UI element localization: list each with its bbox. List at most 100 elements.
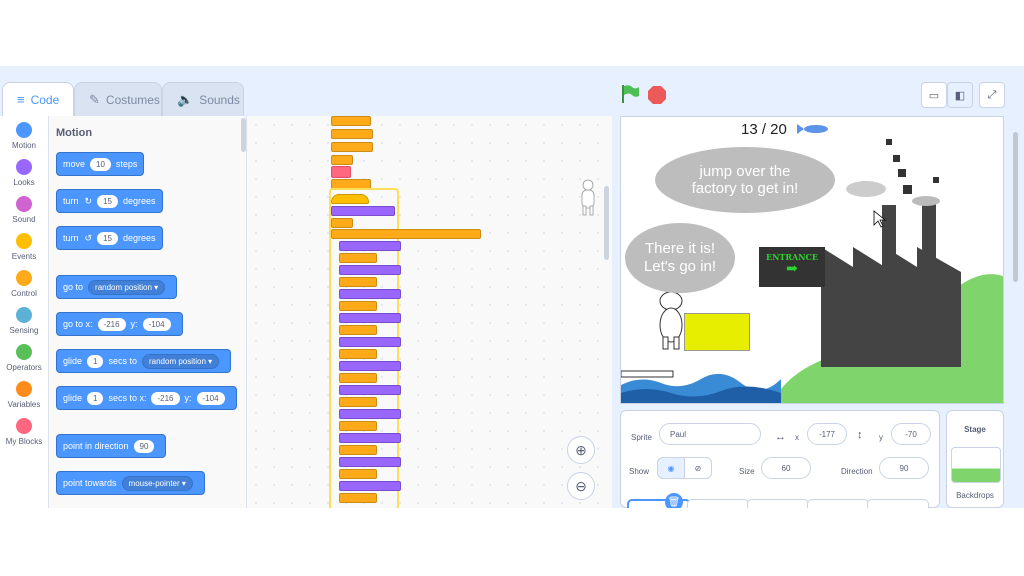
wait-block[interactable] xyxy=(339,373,377,383)
speech-bubble-player: There it is! Let's go in! xyxy=(625,223,735,293)
script-block[interactable] xyxy=(331,166,351,178)
fullscreen-button[interactable]: ⤢ xyxy=(979,82,1005,108)
workspace-scrollbar[interactable] xyxy=(604,186,609,260)
trash-icon: 🗑 xyxy=(667,496,681,508)
looks-block[interactable] xyxy=(339,289,401,299)
small-stage-button[interactable]: ▭ xyxy=(921,82,947,108)
backdrop-thumbnail[interactable] xyxy=(951,447,1001,483)
eye-slash-icon: ⊘ xyxy=(694,463,702,473)
looks-block[interactable] xyxy=(339,337,401,347)
category-sound[interactable]: Sound xyxy=(0,196,48,224)
x-arrows-icon: ↔ xyxy=(775,431,786,443)
wait-block[interactable] xyxy=(339,349,377,359)
looks-block[interactable] xyxy=(339,433,401,443)
category-menu: Motion Looks Sound Events Control Sensin… xyxy=(0,116,49,508)
wait-block[interactable] xyxy=(339,397,377,407)
looks-block[interactable] xyxy=(339,457,401,467)
fullscreen-icon: ⤢ xyxy=(987,88,997,101)
category-my-blocks[interactable]: My Blocks xyxy=(0,418,48,446)
category-control[interactable]: Control xyxy=(0,270,48,298)
sprite-label: Sprite xyxy=(631,433,652,442)
script-block[interactable] xyxy=(331,142,373,152)
tab-code[interactable]: ≡Code xyxy=(2,82,74,116)
category-events[interactable]: Events xyxy=(0,233,48,261)
stage-selector-pane[interactable]: Stage Backdrops xyxy=(946,410,1004,508)
green-flag-button[interactable] xyxy=(620,84,640,104)
zoom-in-button[interactable]: ⊕ xyxy=(567,436,595,464)
script-block[interactable] xyxy=(331,155,353,165)
code-workspace[interactable]: ⊕ ⊖ xyxy=(247,116,612,508)
wait-block[interactable] xyxy=(339,325,377,335)
tab-costumes[interactable]: ✎Costumes xyxy=(74,82,162,116)
wait-block[interactable] xyxy=(331,218,353,228)
looks-block[interactable] xyxy=(339,361,401,371)
normal-stage-button[interactable]: ◧ xyxy=(947,82,973,108)
wait-block[interactable] xyxy=(339,445,377,455)
looks-block[interactable] xyxy=(339,313,401,323)
delete-sprite-button[interactable]: 🗑 xyxy=(665,493,683,508)
category-operators[interactable]: Operators xyxy=(0,344,48,372)
zoom-in-icon: ⊕ xyxy=(575,441,587,458)
script-block[interactable] xyxy=(331,129,373,139)
backdrops-label: Backdrops xyxy=(956,491,994,500)
wait-block[interactable] xyxy=(339,301,377,311)
wait-block[interactable] xyxy=(339,421,377,431)
x-position-field[interactable]: -177 xyxy=(807,423,847,445)
wait-block[interactable] xyxy=(339,469,377,479)
wait-block[interactable] xyxy=(339,493,377,503)
y-arrows-icon: ↕ xyxy=(857,429,863,441)
zoom-out-button[interactable]: ⊖ xyxy=(567,472,595,500)
stop-button[interactable] xyxy=(648,86,666,104)
speaker-icon: 🔈 xyxy=(177,91,194,107)
direction-field[interactable]: 90 xyxy=(879,457,929,479)
scratch-editor: ≡Code ✎Costumes 🔈Sounds Motion Looks Sou… xyxy=(0,66,1024,508)
looks-block[interactable] xyxy=(339,385,401,395)
looks-block[interactable] xyxy=(339,241,401,251)
sprite-thumbnail[interactable] xyxy=(747,499,809,508)
category-sensing[interactable]: Sensing xyxy=(0,307,48,335)
steps-input[interactable]: 10 xyxy=(90,157,111,171)
stage[interactable]: 13 / 20 jump over the factory to get in!… xyxy=(620,116,1004,404)
hat-block[interactable] xyxy=(331,194,369,204)
direction-label: Direction xyxy=(841,467,873,476)
sprite-thumbnail[interactable] xyxy=(807,499,869,508)
size-field[interactable]: 60 xyxy=(761,457,811,479)
tab-sounds[interactable]: 🔈Sounds xyxy=(162,82,244,116)
sprite-name-field[interactable]: Paul xyxy=(659,423,761,445)
small-stage-icon: ▭ xyxy=(928,89,940,102)
sprite-thumbnail[interactable] xyxy=(687,499,749,508)
show-hidden-button[interactable]: ⊘ xyxy=(684,457,712,479)
looks-block[interactable] xyxy=(339,481,401,491)
if-block[interactable] xyxy=(331,229,481,239)
looks-block[interactable] xyxy=(339,409,401,419)
show-visible-button[interactable]: ◉ xyxy=(657,457,685,479)
rotate-right-icon: ↻ xyxy=(84,195,93,206)
wait-block[interactable] xyxy=(339,253,377,263)
script-block[interactable] xyxy=(331,116,371,126)
switch-costume-block[interactable] xyxy=(331,206,395,216)
looks-block[interactable] xyxy=(339,265,401,275)
size-label: Size xyxy=(739,467,755,476)
wait-block[interactable] xyxy=(339,277,377,287)
palette-scrollbar[interactable] xyxy=(241,118,246,152)
sprite-thumbnail[interactable] xyxy=(867,499,929,508)
category-variables[interactable]: Variables xyxy=(0,381,48,409)
selected-script[interactable] xyxy=(329,188,399,508)
speech-bubble-instruction: jump over the factory to get in! xyxy=(655,147,835,213)
sprite-info-pane: Sprite Paul ↔ x -177 ↕ y -70 Show ◉ ⊘ Si… xyxy=(620,410,940,508)
category-motion[interactable]: Motion xyxy=(0,122,48,150)
page-scrollbar[interactable] xyxy=(1013,132,1018,282)
go-to-dropdown[interactable]: random position ▾ xyxy=(88,279,166,295)
category-looks[interactable]: Looks xyxy=(0,159,48,187)
y-position-field[interactable]: -70 xyxy=(891,423,931,445)
